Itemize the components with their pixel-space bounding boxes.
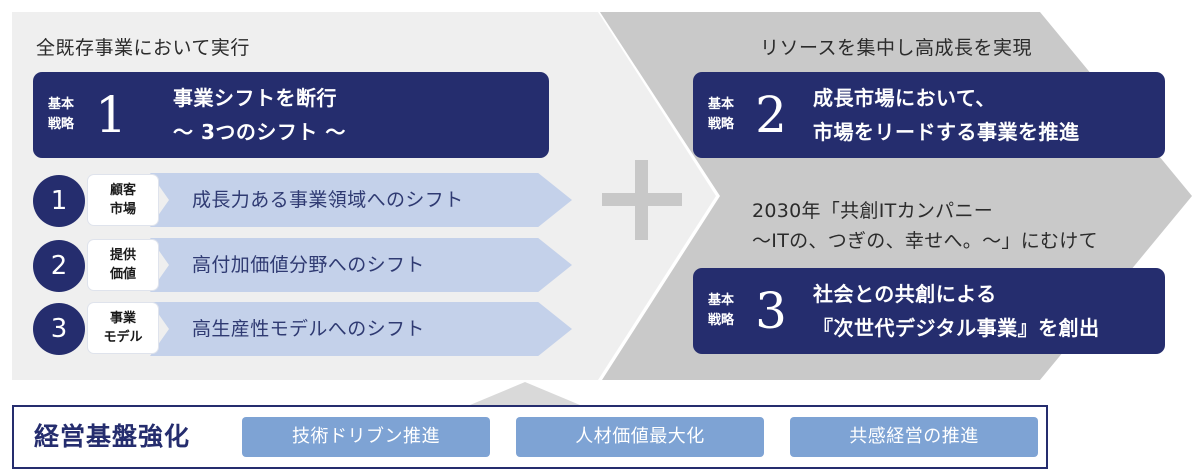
goal-text: 2030年「共創ITカンパニー ～ITの、つぎの、幸せへ。～」にむけて	[752, 196, 1098, 256]
strategy-1-text: 事業シフトを断行 ～ 3つのシフト ～	[139, 81, 346, 149]
strategy-2-text: 成長市場において、 市場をリードする事業を推進	[799, 81, 1080, 149]
shift-1-label: 顧客 市場	[88, 175, 158, 225]
strategy-3-number: 3	[755, 282, 787, 340]
connector-triangle	[470, 382, 580, 405]
strategy-2-number: 2	[755, 86, 787, 144]
strategy-1-tag: 基本 戦略	[39, 95, 83, 135]
shift-1-number: 1	[33, 175, 85, 227]
right-heading: リソースを集中し高成長を実現	[760, 37, 1033, 59]
shift-1-arrow: 成長力ある事業領域へのシフト	[150, 173, 572, 227]
strategy-3-line2: 『次世代デジタル事業』を創出	[813, 316, 1100, 340]
shift-2-label-line2: 価値	[109, 267, 136, 282]
foundation-item-talent: 人材価値最大化	[516, 417, 764, 457]
foundation-item-empathy: 共感経営の推進	[790, 417, 1038, 457]
strategy-1-line2: ～ 3つのシフト ～	[173, 120, 346, 144]
left-heading: 全既存事業において実行	[36, 37, 250, 59]
goal-line2: ～ITの、つぎの、幸せへ。～」にむけて	[752, 230, 1098, 252]
strategy-1-tag-line2: 戦略	[47, 117, 74, 132]
goal-line1: 2030年「共創ITカンパニー	[752, 200, 994, 222]
shift-2-label-line1: 提供	[109, 248, 136, 263]
plus-icon	[602, 193, 682, 206]
shift-1-text: 成長力ある事業領域へのシフト	[192, 189, 464, 211]
shift-2-text: 高付加価値分野へのシフト	[192, 254, 425, 276]
shift-3-number: 3	[33, 303, 85, 355]
foundation-bar: 経営基盤強化 技術ドリブン推進 人材価値最大化 共感経営の推進	[12, 405, 1048, 469]
foundation-item-technology: 技術ドリブン推進	[242, 417, 490, 457]
strategy-2-tag-line1: 基本	[707, 97, 734, 112]
strategy-3-text: 社会との共創による 『次世代デジタル事業』を創出	[799, 277, 1100, 345]
shift-1-label-line1: 顧客	[109, 183, 136, 198]
shift-3-label-line1: 事業	[109, 311, 136, 326]
shift-3-text: 高生産性モデルへのシフト	[192, 318, 425, 340]
shift-2-number: 2	[33, 240, 85, 292]
strategy-2-box: 基本 戦略 2 成長市場において、 市場をリードする事業を推進	[693, 72, 1165, 158]
shift-3-arrow: 高生産性モデルへのシフト	[150, 302, 572, 356]
shift-3-label-line2: モデル	[103, 330, 143, 345]
strategy-3-tag-line2: 戦略	[707, 313, 734, 328]
shift-2-label: 提供 価値	[88, 240, 158, 290]
strategy-3-line1: 社会との共創による	[813, 282, 997, 306]
foundation-title: 経営基盤強化	[34, 422, 191, 451]
shift-1-label-line2: 市場	[109, 202, 136, 217]
strategy-3-box: 基本 戦略 3 社会との共創による 『次世代デジタル事業』を創出	[693, 268, 1165, 354]
strategy-2-line2: 市場をリードする事業を推進	[813, 120, 1080, 144]
strategy-1-line1: 事業シフトを断行	[173, 86, 337, 110]
strategy-2-tag: 基本 戦略	[699, 95, 743, 135]
strategy-1-number: 1	[95, 86, 127, 144]
strategy-2-line1: 成長市場において、	[813, 86, 996, 110]
shift-3-label: 事業 モデル	[88, 303, 158, 353]
strategy-1-box: 基本 戦略 1 事業シフトを断行 ～ 3つのシフト ～	[33, 72, 549, 158]
strategy-1-tag-line1: 基本	[47, 97, 74, 112]
shift-2-arrow: 高付加価値分野へのシフト	[150, 238, 572, 292]
strategy-3-tag-line1: 基本	[707, 293, 734, 308]
strategy-2-tag-line2: 戦略	[707, 117, 734, 132]
strategy-3-tag: 基本 戦略	[699, 291, 743, 331]
